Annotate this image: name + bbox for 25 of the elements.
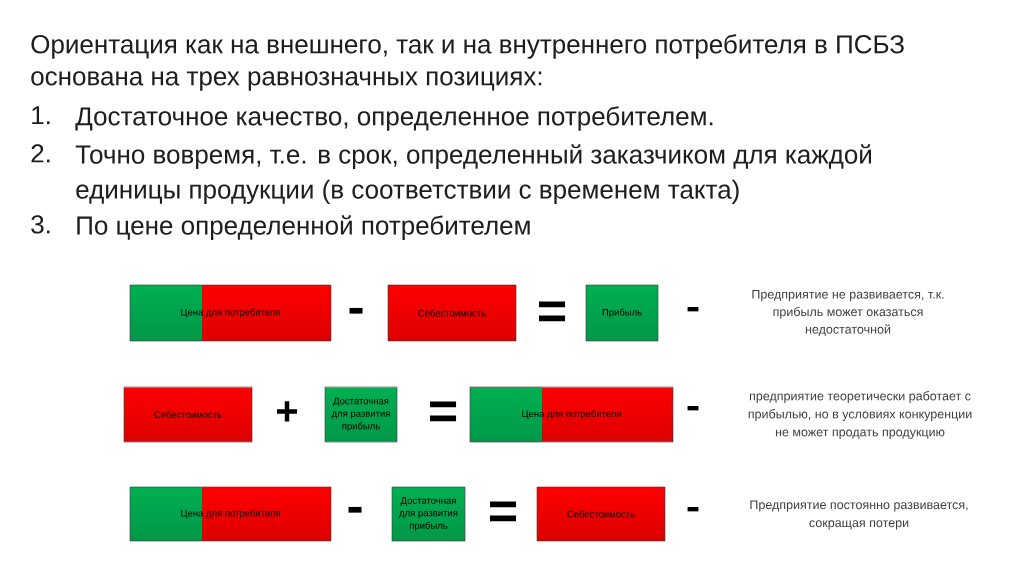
outcome-text: Предприятие не развивается, т.к. прибыль может оказаться недостаточной xyxy=(752,289,944,337)
equals-sign: = xyxy=(539,301,566,322)
cost-box: Себестоимость xyxy=(536,486,666,542)
equals-sign: = xyxy=(490,501,517,522)
minus-sign: − xyxy=(349,307,363,314)
plus-sign: + xyxy=(277,401,298,422)
list-item: По цене определенной потребителем xyxy=(77,215,530,240)
title: Ориентация как на внешнего, так и на внутреннего потребителя в ПСБЗ основана на трех равнозначных позициях: xyxy=(31,34,904,91)
minus-sign: − xyxy=(348,506,362,513)
list-item: Точно вовремя, т.е. в срок, определенный заказчиком для каждой единицы продукции (в соответствии с временем такта) xyxy=(75,144,871,204)
dash-bullet: – xyxy=(687,406,699,411)
profit-box: Прибыль xyxy=(585,284,659,342)
dash-bullet: – xyxy=(687,507,699,512)
cost-box: Себестоимость xyxy=(387,284,517,342)
dash-bullet: – xyxy=(687,307,699,312)
item-number: 1. xyxy=(32,106,50,125)
outcome-text: предприятие теоретически работает с прибылью, но в условиях конкуренции не может продать продукцию xyxy=(748,391,972,439)
outcome-text: Предприятие постоянно развивается, сокращая потери xyxy=(750,500,968,530)
equals-sign: = xyxy=(430,401,457,422)
profit-box: Достаточная для развития прибыль xyxy=(391,486,466,542)
profit-box: Достаточная для развития прибыль xyxy=(324,386,398,443)
list-item: Достаточное качество, определенное потребителем. xyxy=(75,106,713,131)
item-number: 2. xyxy=(31,144,50,163)
item-number: 3. xyxy=(31,215,50,234)
cost-box: Себестоимость xyxy=(123,386,253,443)
